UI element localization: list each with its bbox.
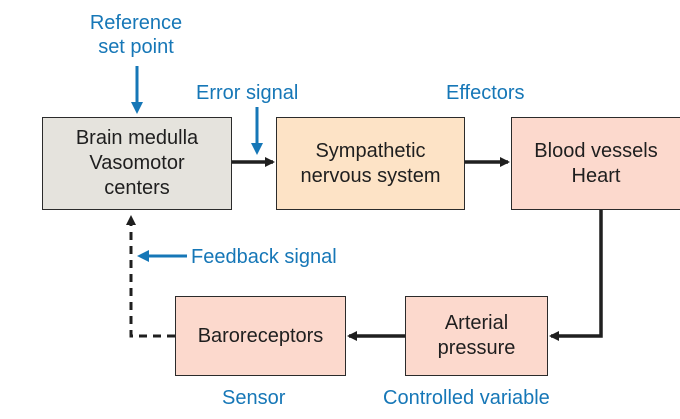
arterial-pressure-line-1: Arterial — [444, 312, 509, 334]
feedback-signal-label: Feedback signal — [191, 246, 337, 268]
baroreceptors-line-1: Baroreceptors — [197, 324, 324, 347]
blood-vessels-line-1: Blood vessels — [534, 139, 658, 162]
arterial-pressure-line-2: pressure — [437, 337, 516, 359]
sympathetic-nervous-system-box: Sympathetic nervous system — [276, 117, 465, 210]
reference-label-line-2: set point — [98, 36, 174, 58]
blood-vessels-heart-box: Blood vessels Heart — [511, 117, 680, 210]
brain-medulla-line-1: Brain medulla — [75, 127, 199, 149]
baroreceptors-box: Baroreceptors — [175, 296, 346, 376]
error-signal-label: Error signal — [196, 82, 299, 104]
arrow-effectors-to-pressure — [549, 210, 603, 341]
arterial-pressure-box: Arterial pressure — [405, 296, 548, 376]
effectors-label: Effectors — [446, 82, 525, 104]
sensor-label: Sensor — [222, 387, 286, 409]
brain-medulla-line-3: centers — [104, 177, 170, 199]
sympathetic-line-2: nervous system — [300, 164, 441, 187]
sympathetic-line-1: Sympathetic — [315, 139, 426, 162]
brain-medulla-box: Brain medulla Vasomotor centers — [42, 117, 232, 210]
reference-label-line-1: Reference — [89, 12, 183, 34]
controlled-variable-label: Controlled variable — [383, 387, 550, 409]
reference-set-point-label: Reference set point — [78, 11, 194, 59]
blood-vessels-line-2: Heart — [571, 164, 621, 187]
arrow-feedback-dashed — [126, 215, 175, 338]
brain-medulla-line-2: Vasomotor — [89, 152, 185, 174]
